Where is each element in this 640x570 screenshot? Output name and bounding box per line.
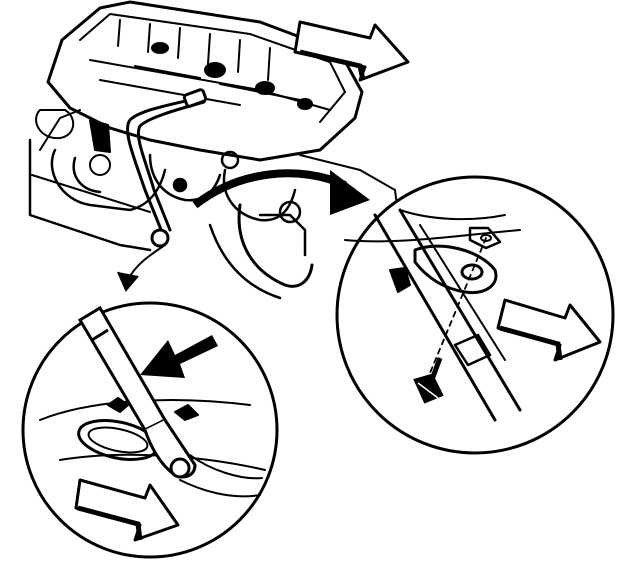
callout-arrow-stud	[192, 169, 370, 215]
front-arrow-stud	[496, 298, 602, 362]
valve-cover	[46, 0, 364, 162]
exhaust-manifold	[50, 148, 314, 300]
front-arrow-bracket	[74, 478, 180, 542]
callout-arrow-bracket	[117, 244, 166, 292]
engine-main-view	[28, 0, 401, 300]
dipstick-tube-detail	[77, 305, 197, 479]
dipstick-tube	[126, 88, 208, 248]
pointer-arrow-tube	[140, 335, 218, 378]
front-arrow-main	[293, 20, 410, 82]
engine-block	[28, 109, 401, 252]
bolt	[413, 357, 444, 404]
detail-view-bracket	[21, 301, 279, 559]
front-components	[35, 109, 111, 176]
detail-view-stud	[335, 175, 615, 455]
